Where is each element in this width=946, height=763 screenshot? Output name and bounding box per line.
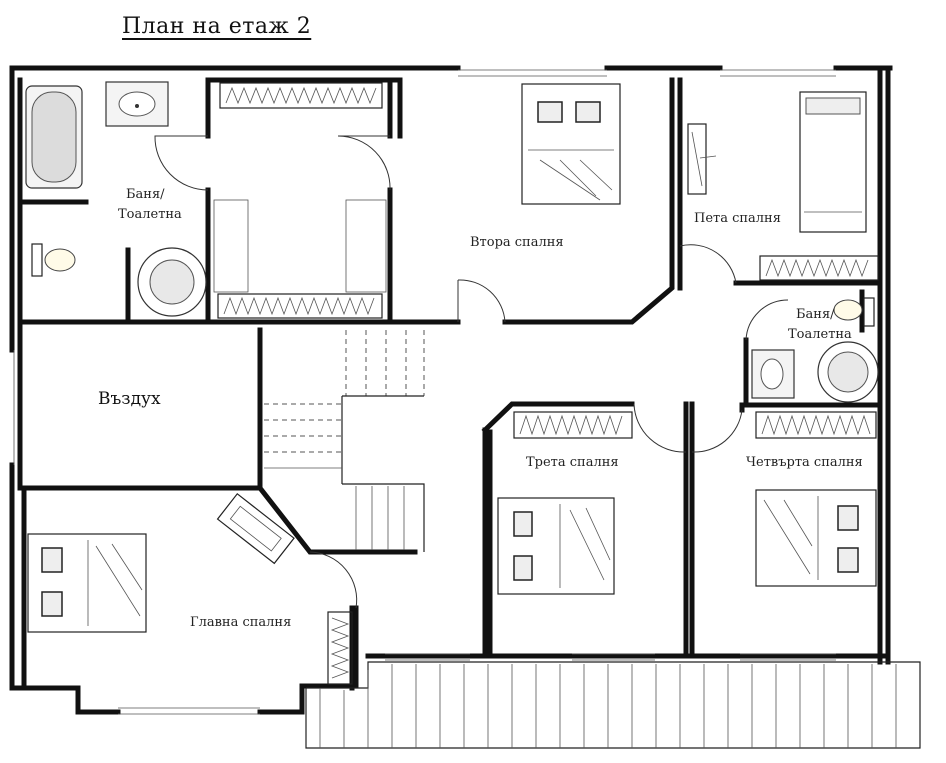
label-third-bedroom: Трета спалня (526, 455, 619, 470)
interior-walls (17, 77, 883, 691)
door-swings (154, 135, 789, 609)
label-fifth-bedroom: Пета спалня (694, 211, 781, 226)
label-master-bedroom: Главна спалня (190, 615, 291, 630)
bed-fifth-bedroom (687, 91, 867, 233)
bath-2-fixtures (751, 297, 879, 403)
plan-title: План на етаж 2 (122, 14, 312, 39)
windows (13, 69, 836, 715)
stairs (264, 330, 425, 552)
terrace-deck (305, 661, 921, 749)
label-bath-2: Баня/Тоалетна (788, 307, 852, 342)
bed-master-bedroom (27, 493, 295, 633)
bed-third-bedroom (497, 497, 615, 595)
label-bath-1: Баня/Тоалетна (118, 187, 182, 222)
bath-1-fixtures (25, 81, 207, 317)
bed-fourth-bedroom (755, 489, 877, 587)
label-second-bedroom: Втора спалня (470, 235, 564, 250)
label-fourth-bedroom: Четвърта спалня (746, 455, 863, 470)
bed-second-bedroom (521, 83, 621, 205)
outer-walls (9, 65, 893, 715)
label-void: Въздух (98, 389, 161, 409)
room-labels: Баня/Тоалетна Втора спалня Пета спалня Б… (98, 187, 863, 630)
wardrobes (213, 82, 879, 685)
